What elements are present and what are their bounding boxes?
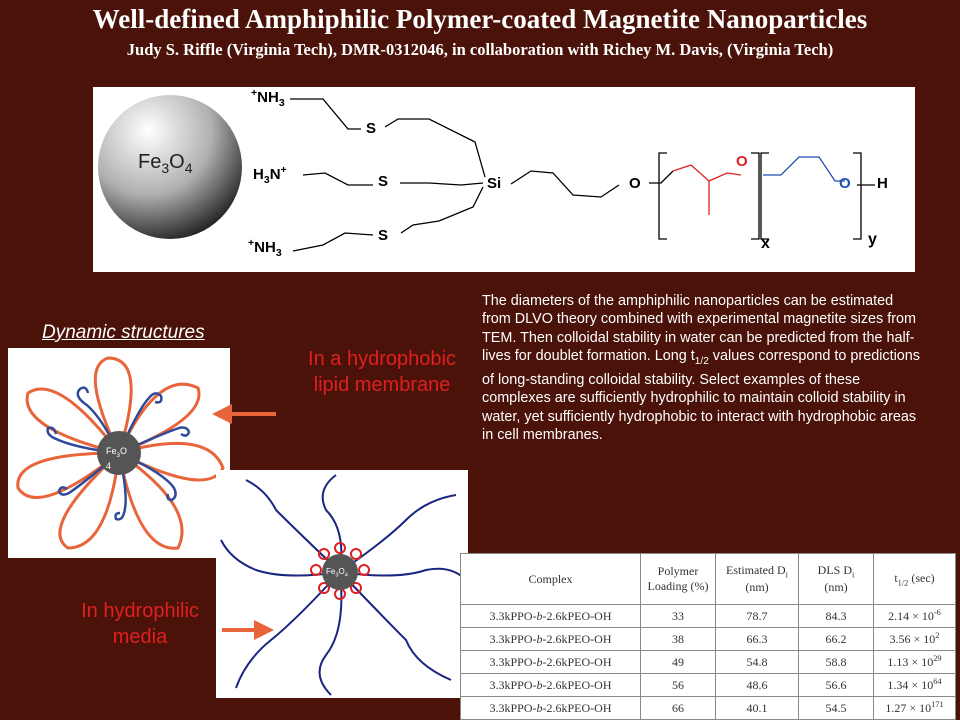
dynamic-structures-title: Dynamic structures [42, 322, 205, 343]
cell-loading: 33 [640, 604, 716, 628]
sulfur-atom-3: S [378, 227, 389, 244]
header-dls: DLS Di(nm) [798, 553, 874, 605]
hydrophilic-label: In hydrophilic media [81, 600, 199, 648]
cell-complex: 3.3kPPO-b-2.6kPEO-OH [460, 696, 641, 720]
core-label: Fe3O4 [138, 151, 193, 176]
hydrophobic-particle-drawing [16, 356, 225, 550]
cell-loading: 66 [640, 696, 716, 720]
repeat-brackets [658, 152, 862, 240]
peo-chains [220, 474, 467, 696]
oxygen-atom-2: O [736, 153, 748, 170]
repeat-x-label: x [761, 235, 770, 252]
ppo-segment [672, 164, 742, 215]
cell-estimated: 66.3 [715, 627, 799, 651]
slide-title: Well-defined Amphiphilic Polymer-coated … [92, 4, 868, 34]
header-complex: Complex [460, 553, 641, 605]
amine-top: +NH3 [251, 87, 285, 109]
cell-half-life: 2.14 × 10-6 [873, 604, 956, 628]
hydrophobic-label: In a hydrophobic lipid membrane [308, 348, 456, 396]
inner-curls [46, 386, 191, 521]
slide-subtitle: Judy S. Riffle (Virginia Tech), DMR-0312… [126, 40, 834, 59]
header-half-life: t1/2 (sec) [873, 553, 956, 605]
cell-loading: 38 [640, 627, 716, 651]
oxygen-atom-3: O [839, 175, 851, 192]
amine-bottom: +NH3 [248, 237, 282, 259]
peo-segment [763, 156, 845, 182]
header-estimated: Estimated Di(nm) [715, 553, 799, 605]
repeat-y-label: y [868, 231, 877, 248]
cell-complex: 3.3kPPO-b-2.6kPEO-OH [460, 673, 641, 697]
silicon-atom: Si [487, 175, 502, 192]
cell-half-life: 1.27 × 10171 [873, 696, 956, 720]
cell-dls: 66.2 [798, 627, 874, 651]
particle-core [97, 431, 141, 475]
cell-half-life: 1.34 × 1064 [873, 673, 956, 697]
cell-dls: 84.3 [798, 604, 874, 628]
structure-drawing [98, 95, 875, 252]
cell-complex: 3.3kPPO-b-2.6kPEO-OH [460, 627, 641, 651]
cell-loading: 49 [640, 650, 716, 674]
cell-estimated: 54.8 [715, 650, 799, 674]
alkyl-chains [290, 98, 674, 252]
particle-core [322, 554, 358, 590]
cell-dls: 54.5 [798, 696, 874, 720]
cell-dls: 56.6 [798, 673, 874, 697]
cell-half-life: 1.13 × 1029 [873, 650, 956, 674]
cell-complex: 3.3kPPO-b-2.6kPEO-OH [460, 650, 641, 674]
cell-loading: 56 [640, 673, 716, 697]
cell-estimated: 78.7 [715, 604, 799, 628]
cell-half-life: 3.56 × 102 [873, 627, 956, 651]
magnetite-core-sphere [98, 95, 242, 239]
cell-estimated: 40.1 [715, 696, 799, 720]
sulfur-atom-2: S [378, 173, 389, 190]
amine-middle: H3N+ [253, 164, 287, 186]
cell-estimated: 48.6 [715, 673, 799, 697]
cell-dls: 58.8 [798, 650, 874, 674]
cell-complex: 3.3kPPO-b-2.6kPEO-OH [460, 604, 641, 628]
hydrophilic-particle-drawing [220, 474, 467, 696]
hydrogen-atom: H [877, 175, 888, 192]
description-text: The diameters of the amphiphilic nanopar… [482, 293, 920, 443]
hydrophilic-particle-panel: Fe3O4 [216, 470, 468, 698]
structure-panel: Fe3O4 +NH3 H3N+ +NH3 S S S Si O O O H x … [93, 87, 915, 272]
oxygen-atom-1: O [629, 175, 641, 192]
outer-loops [16, 356, 225, 550]
sulfur-atom-1: S [366, 120, 377, 137]
particle-core-label: Fe3O4 [326, 567, 348, 579]
